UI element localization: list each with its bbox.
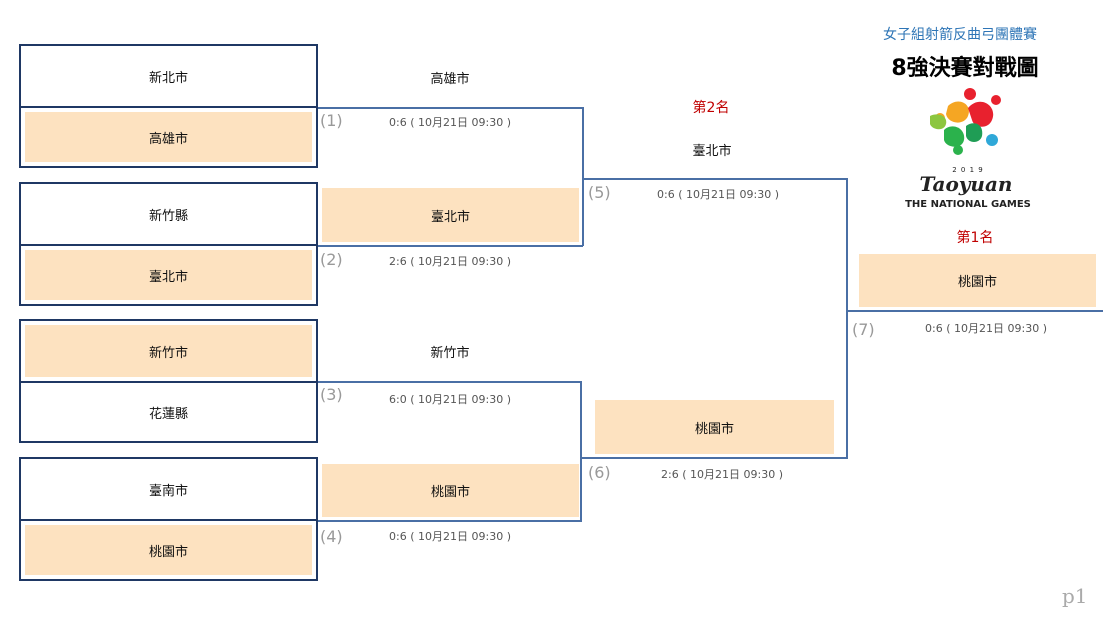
games-logo: 2 0 1 9 Taoyuan	[918, 86, 1018, 216]
match-number: (3)	[320, 385, 343, 404]
team-box: 新竹市	[19, 319, 318, 383]
match-number: (6)	[588, 463, 611, 482]
match-number: (4)	[320, 527, 343, 546]
winner-highlight: 桃園市	[25, 525, 312, 575]
round2-winner: 臺北市	[322, 188, 579, 242]
games-logo-icon	[930, 88, 1001, 155]
connector-line	[318, 245, 583, 247]
team-name: 桃園市	[694, 421, 734, 437]
winner-highlight: 新竹市	[25, 325, 312, 377]
match-result: 2:6 ( 10月21日 09:30 )	[389, 255, 511, 268]
match-number: (2)	[320, 250, 343, 269]
connector-line	[583, 178, 847, 180]
logo-year: 2 0 1 9	[952, 166, 984, 174]
semi-winner: 臺北市	[692, 144, 732, 159]
semi-winner: 桃園市	[595, 400, 834, 454]
event-name: 女子組射箭反曲弓團體賽	[883, 27, 1037, 43]
connector-line	[847, 310, 1103, 312]
team-name: 臺南市	[148, 483, 188, 499]
match-result: 0:6 ( 10月21日 09:30 )	[389, 116, 511, 129]
team-name: 花蓮縣	[148, 406, 188, 422]
round2-winner: 桃園市	[322, 464, 579, 517]
first-place-label: 第1名	[956, 230, 994, 246]
match-number: (1)	[320, 111, 343, 130]
connector-line	[582, 457, 847, 459]
connector-line	[318, 520, 582, 522]
winner-highlight: 高雄市	[25, 112, 312, 162]
champion-box: 桃園市	[859, 254, 1096, 307]
match-number: (7)	[852, 320, 875, 339]
team-name: 新竹市	[148, 345, 188, 361]
team-name: 臺北市	[148, 269, 188, 285]
round2-winner: 新竹市	[430, 346, 470, 361]
match-number: (5)	[588, 183, 611, 202]
team-box: 桃園市	[19, 519, 318, 581]
match-result: 6:0 ( 10月21日 09:30 )	[389, 393, 511, 406]
team-box: 新北市	[19, 44, 318, 108]
connector-line	[318, 107, 583, 109]
team-box: 臺北市	[19, 244, 318, 306]
match-result: 2:6 ( 10月21日 09:30 )	[661, 468, 783, 481]
page-number: p1	[1062, 584, 1088, 608]
logo-subtitle: THE NATIONAL GAMES	[905, 199, 1031, 210]
round2-winner: 高雄市	[430, 72, 470, 87]
team-box: 臺南市	[19, 457, 318, 521]
connector-line	[318, 381, 581, 383]
winner-highlight: 臺北市	[25, 250, 312, 300]
team-name: 桃園市	[148, 544, 188, 560]
team-name: 臺北市	[430, 209, 470, 225]
team-name: 桃園市	[430, 485, 470, 500]
team-name: 高雄市	[148, 131, 188, 147]
team-box: 高雄市	[19, 106, 318, 168]
second-place-label: 第2名	[692, 100, 730, 116]
match-result: 0:6 ( 10月21日 09:30 )	[389, 530, 511, 543]
team-name: 桃園市	[957, 275, 997, 290]
team-box: 新竹縣	[19, 182, 318, 246]
team-name: 新北市	[148, 70, 188, 86]
match-result: 0:6 ( 10月21日 09:30 )	[657, 188, 779, 201]
logo-wordmark: Taoyuan	[919, 172, 1013, 196]
connector-line	[582, 107, 584, 246]
bracket-title: 8強決賽對戰圖	[891, 56, 1039, 81]
connector-line	[580, 381, 582, 521]
connector-line	[846, 178, 848, 459]
match-result: 0:6 ( 10月21日 09:30 )	[925, 322, 1047, 335]
team-name: 新竹縣	[148, 208, 188, 224]
team-box: 花蓮縣	[19, 381, 318, 443]
